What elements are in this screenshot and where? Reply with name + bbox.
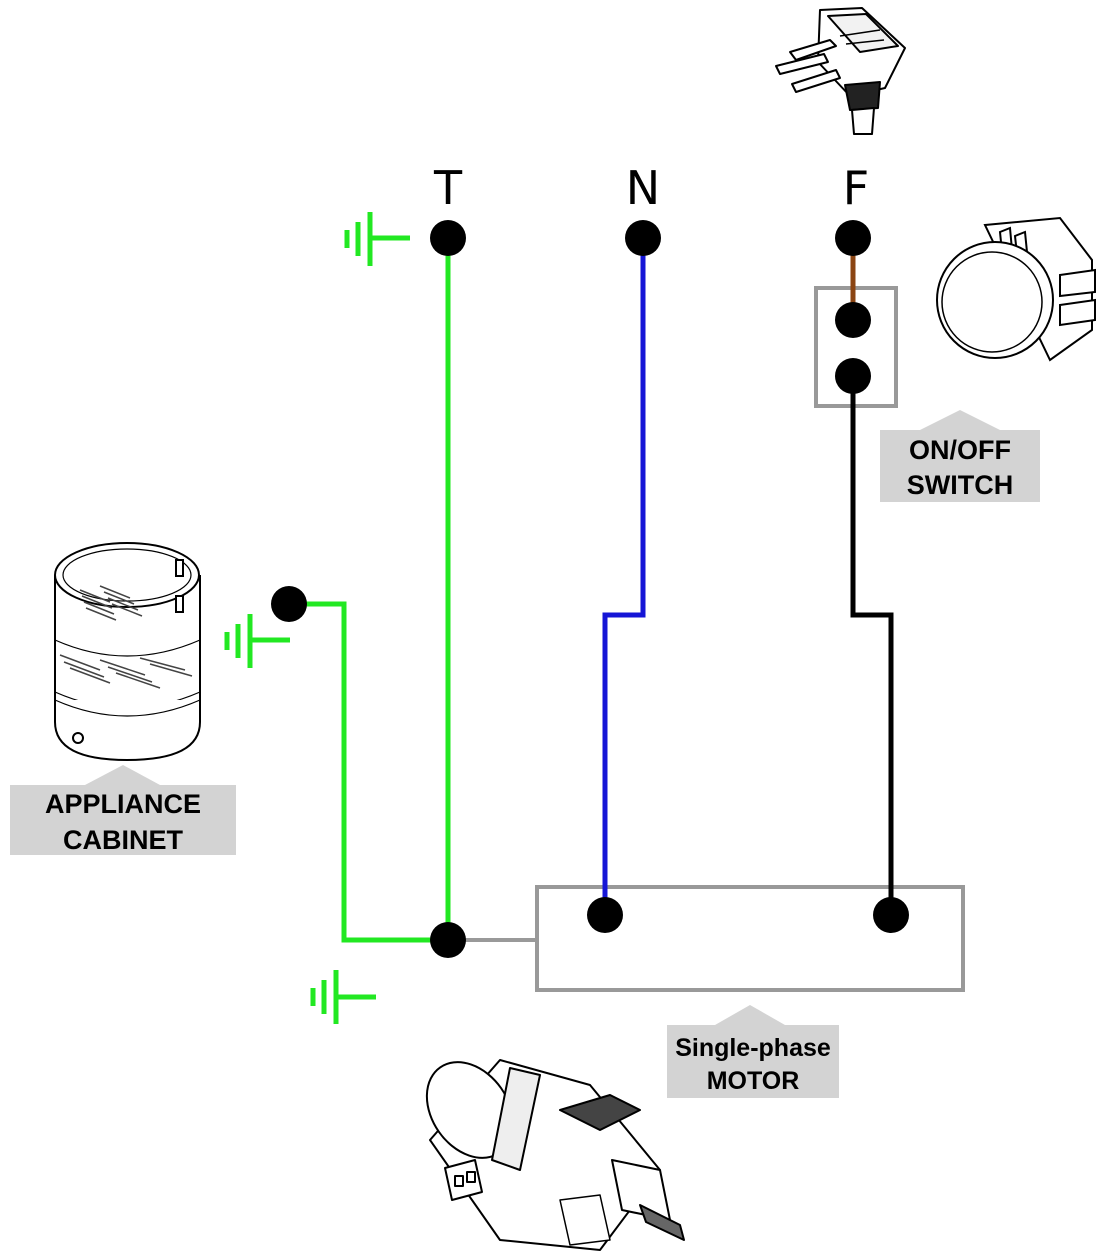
switch-label-line2: SWITCH <box>907 470 1013 500</box>
plug-icon <box>775 7 906 135</box>
switch-box <box>814 286 898 408</box>
terminal-dot-phase <box>835 220 871 256</box>
cabinet-label-line2: CABINET <box>63 825 184 855</box>
switch-callout: ON/OFF SWITCH <box>880 410 1040 502</box>
terminal-dot-earth <box>430 220 466 256</box>
switched-phase-wire <box>850 376 894 915</box>
cabinet-earth-wire <box>289 601 448 943</box>
neutral-wire <box>602 238 646 915</box>
cabinet-callout: APPLIANCE CABINET <box>10 765 236 855</box>
motor-terminal-phase <box>873 897 909 933</box>
earth-junction-dot <box>430 922 466 958</box>
rocker-switch-icon <box>936 216 1096 362</box>
cabinet-label-line1: APPLIANCE <box>45 789 201 819</box>
motor-label-line1: Single-phase <box>675 1034 831 1062</box>
motor-terminal-neutral <box>587 897 623 933</box>
switch-label-line1: ON/OFF <box>909 435 1011 465</box>
earth-symbol-icon <box>344 212 410 266</box>
motor-label-line2: MOTOR <box>707 1067 800 1095</box>
switch-terminal-out <box>835 358 871 394</box>
terminal-label-phase: F <box>843 161 869 215</box>
terminal-dot-neutral <box>625 220 661 256</box>
switch-terminal-in <box>835 302 871 338</box>
earth-symbol-icon <box>224 614 290 668</box>
appliance-cabinet-icon <box>54 542 201 762</box>
terminal-label-earth: T <box>433 161 463 215</box>
motor-callout: Single-phase MOTOR <box>667 1005 839 1098</box>
cabinet-earth-terminal <box>271 586 307 622</box>
motor-icon <box>425 1059 685 1251</box>
earth-symbol-icon <box>310 970 376 1024</box>
terminal-label-neutral: N <box>626 161 660 215</box>
